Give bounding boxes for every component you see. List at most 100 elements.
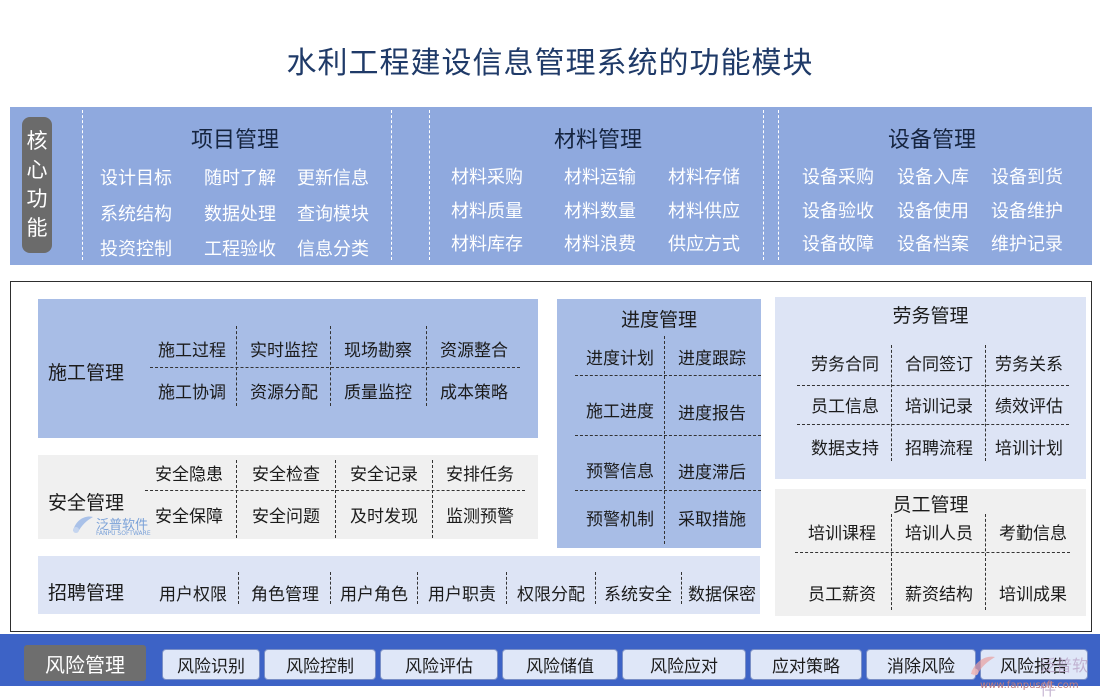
staff-label: 员工管理 bbox=[892, 494, 969, 516]
labor-item: 劳务关系 bbox=[995, 355, 1063, 375]
recruit-item: 角色管理 bbox=[251, 585, 319, 605]
equipment-item: 设备故障 bbox=[802, 234, 874, 255]
risk-item: 应对策略 bbox=[750, 649, 862, 680]
equipment-item: 设备到货 bbox=[991, 167, 1063, 188]
material-item: 材料库存 bbox=[451, 234, 523, 255]
equipment-item: 维护记录 bbox=[991, 234, 1063, 255]
safety-item: 安全隐患 bbox=[155, 465, 223, 485]
risk-item: 风险控制 bbox=[264, 649, 376, 680]
risk-item: 消除风险 bbox=[866, 649, 976, 680]
divider bbox=[335, 460, 336, 538]
labor-label: 劳务管理 bbox=[892, 305, 969, 327]
progress-panel bbox=[557, 299, 761, 548]
progress-item: 进度计划 bbox=[586, 349, 654, 369]
divider bbox=[432, 460, 433, 538]
staff-item: 薪资结构 bbox=[905, 585, 973, 605]
labor-item: 数据支持 bbox=[811, 439, 879, 459]
project-item: 信息分类 bbox=[297, 239, 369, 260]
construction-item: 实时监控 bbox=[250, 341, 318, 361]
progress-item: 预警机制 bbox=[586, 510, 654, 530]
safety-item: 安全检查 bbox=[252, 465, 320, 485]
recruit-item: 数据保密 bbox=[688, 585, 756, 605]
divider bbox=[236, 326, 237, 406]
divider bbox=[145, 490, 525, 491]
construction-item: 施工过程 bbox=[158, 341, 226, 361]
divider bbox=[426, 326, 427, 406]
divider bbox=[150, 367, 520, 368]
equipment-item: 设备档案 bbox=[897, 234, 969, 255]
staff-item: 考勤信息 bbox=[999, 524, 1067, 544]
divider bbox=[575, 435, 761, 436]
material-item: 材料运输 bbox=[564, 167, 636, 188]
watermark-logo-br-icon bbox=[971, 656, 995, 676]
labor-item: 绩效评估 bbox=[995, 397, 1063, 417]
labor-item: 招聘流程 bbox=[905, 439, 973, 459]
construction-item: 质量监控 bbox=[344, 383, 412, 403]
construction-item: 成本策略 bbox=[440, 383, 508, 403]
main-frame bbox=[10, 281, 1092, 632]
labor-item: 培训计划 bbox=[995, 439, 1063, 459]
divider bbox=[681, 572, 682, 604]
recruit-item: 系统安全 bbox=[604, 585, 672, 605]
safety-item: 安全保障 bbox=[155, 507, 223, 527]
staff-item: 培训课程 bbox=[808, 524, 876, 544]
labor-item: 培训记录 bbox=[905, 397, 973, 417]
project-item: 工程验收 bbox=[204, 239, 276, 260]
project-item: 设计目标 bbox=[100, 168, 172, 189]
equipment-item: 设备入库 bbox=[897, 167, 969, 188]
divider bbox=[664, 336, 665, 544]
divider bbox=[985, 345, 986, 461]
labor-item: 劳务合同 bbox=[811, 355, 879, 375]
divider bbox=[891, 345, 892, 461]
equipment-mgmt-title: 设备管理 bbox=[887, 128, 976, 153]
staff-item: 培训人员 bbox=[905, 524, 973, 544]
staff-item: 员工薪资 bbox=[808, 585, 876, 605]
material-item: 材料浪费 bbox=[564, 234, 636, 255]
page-title: 水利工程建设信息管理系统的功能模块 bbox=[286, 46, 814, 81]
watermark-logo-br bbox=[968, 652, 998, 682]
watermark-url: www.fanpusoft.com bbox=[980, 680, 1079, 691]
core-divider bbox=[778, 110, 779, 260]
core-functions-band bbox=[10, 107, 1092, 265]
watermark-logo bbox=[70, 513, 96, 539]
construction-panel bbox=[38, 299, 538, 438]
material-item: 材料采购 bbox=[451, 167, 523, 188]
labor-item: 合同签订 bbox=[905, 355, 973, 375]
divider bbox=[330, 326, 331, 406]
recruit-item: 用户角色 bbox=[340, 585, 408, 605]
core-divider bbox=[429, 110, 430, 260]
progress-item: 预警信息 bbox=[586, 462, 654, 482]
divider bbox=[797, 424, 1069, 425]
project-mgmt-title: 项目管理 bbox=[190, 128, 279, 153]
safety-item: 监测预警 bbox=[446, 507, 514, 527]
construction-item: 施工协调 bbox=[158, 383, 226, 403]
core-divider bbox=[391, 110, 392, 260]
watermark-brand: 泛普软件 bbox=[96, 518, 149, 533]
equipment-item: 设备验收 bbox=[802, 201, 874, 222]
watermark-logo-icon bbox=[73, 516, 93, 533]
divider bbox=[891, 514, 892, 610]
divider bbox=[985, 514, 986, 610]
risk-item: 风险识别 bbox=[162, 649, 260, 680]
safety-item: 安全问题 bbox=[252, 507, 320, 527]
recruit-label: 招聘管理 bbox=[48, 582, 125, 604]
risk-item: 风险报告 bbox=[980, 649, 1088, 680]
divider bbox=[575, 375, 761, 376]
material-item: 材料质量 bbox=[451, 201, 523, 222]
recruit-item: 用户权限 bbox=[159, 585, 227, 605]
divider bbox=[795, 552, 1070, 553]
risk-item: 风险储值 bbox=[502, 649, 618, 680]
divider bbox=[595, 572, 596, 604]
project-item: 数据处理 bbox=[204, 204, 276, 225]
equipment-item: 设备使用 bbox=[897, 201, 969, 222]
divider bbox=[797, 385, 1069, 386]
core-divider bbox=[763, 110, 764, 260]
recruit-item: 权限分配 bbox=[517, 585, 585, 605]
progress-item: 施工进度 bbox=[586, 402, 654, 422]
progress-item: 进度跟踪 bbox=[678, 349, 746, 369]
material-item: 供应方式 bbox=[668, 234, 740, 255]
divider bbox=[236, 460, 237, 538]
safety-label: 安全管理 bbox=[48, 492, 125, 514]
risk-tag: 风险管理 bbox=[24, 645, 146, 681]
divider bbox=[417, 572, 418, 604]
